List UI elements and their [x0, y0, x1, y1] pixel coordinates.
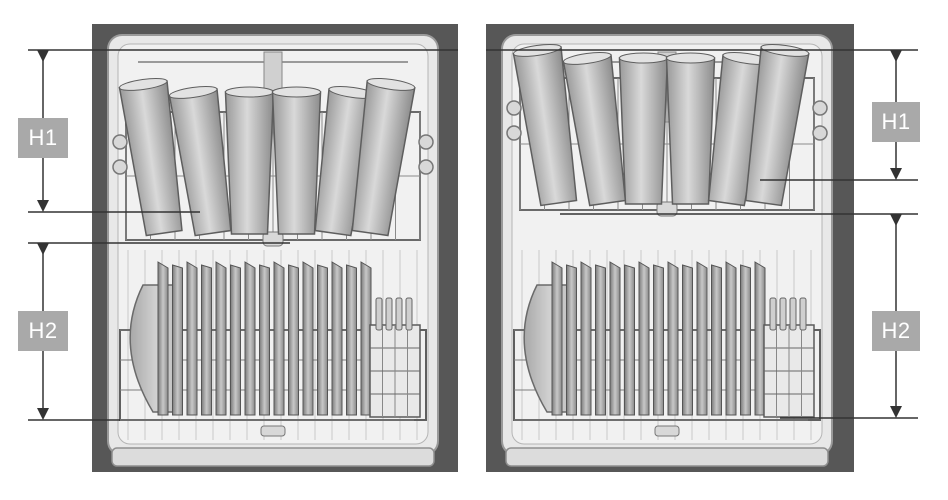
right-rack-wheel	[812, 100, 828, 116]
right-upper-rack-handle	[656, 201, 678, 217]
right-rack-wheel	[506, 100, 522, 116]
left-plate	[346, 264, 357, 416]
left-plate	[259, 264, 270, 416]
left-plate	[317, 264, 328, 416]
left-rack-wheel	[112, 159, 128, 175]
left-h2-label: H2	[18, 311, 68, 351]
right-plate	[653, 264, 664, 416]
right-plate	[580, 261, 592, 416]
left-base-trim	[111, 447, 435, 467]
left-cutlery	[375, 297, 383, 331]
right-cutlery	[779, 297, 787, 331]
left-plate	[157, 261, 169, 416]
right-plate	[682, 264, 693, 416]
left-cup	[271, 86, 322, 235]
right-plate	[740, 264, 751, 416]
left-cup	[118, 77, 183, 237]
left-cutlery	[395, 297, 403, 331]
right-cup	[744, 43, 810, 207]
left-plate	[288, 264, 299, 416]
left-lower-rack-handle	[260, 425, 286, 437]
left-plate	[186, 261, 198, 416]
left-plate	[273, 261, 285, 416]
left-cup	[314, 85, 378, 237]
left-plate	[172, 264, 183, 416]
left-plate	[230, 264, 241, 416]
right-cup	[707, 51, 772, 207]
right-h1-label: H1	[872, 102, 920, 142]
right-rack-wheel	[506, 125, 522, 141]
left-plate	[244, 261, 256, 416]
right-base-trim	[505, 447, 829, 467]
right-plate	[624, 264, 635, 416]
left-rack-wheel	[112, 134, 128, 150]
right-plate	[696, 261, 708, 416]
left-plate	[302, 261, 314, 416]
right-plate	[667, 261, 679, 416]
left-plate	[201, 264, 212, 416]
right-cup	[618, 52, 669, 205]
left-rack-wheel	[418, 159, 434, 175]
right-dishwasher	[501, 34, 833, 467]
right-cup	[665, 52, 716, 205]
right-plate	[609, 261, 621, 416]
right-plate	[638, 261, 650, 416]
right-cutlery	[799, 297, 807, 331]
left-dishwasher	[107, 34, 439, 467]
left-rack-wheel	[418, 134, 434, 150]
right-lower-rack-handle	[654, 425, 680, 437]
left-plate	[331, 261, 343, 416]
right-plate	[566, 264, 577, 416]
left-h1-label: H1	[18, 118, 68, 158]
left-cutlery	[385, 297, 393, 331]
right-rack-wheel	[812, 125, 828, 141]
right-cutlery	[769, 297, 777, 331]
right-plate	[725, 261, 737, 416]
right-plate	[711, 264, 722, 416]
left-cutlery	[405, 297, 413, 331]
left-cup	[351, 77, 416, 237]
left-cup	[224, 86, 275, 235]
right-cutlery	[789, 297, 797, 331]
left-plate	[215, 261, 227, 416]
right-plate	[595, 264, 606, 416]
right-plate	[551, 261, 563, 416]
right-h2-label: H2	[872, 311, 920, 351]
